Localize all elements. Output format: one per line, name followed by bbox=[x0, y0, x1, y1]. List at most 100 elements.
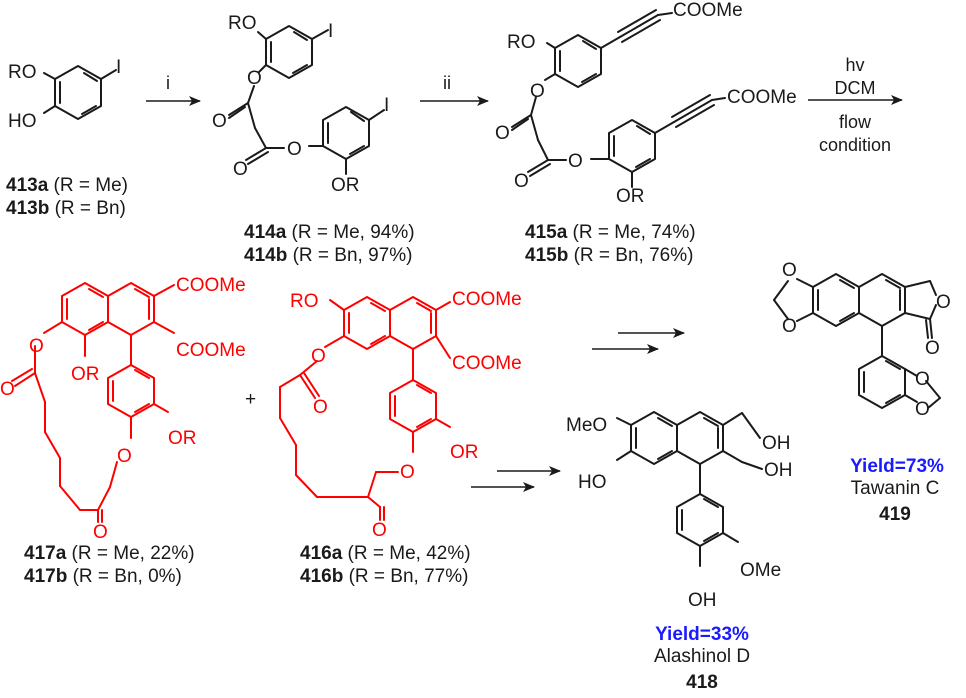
compound-419-number: 419 bbox=[879, 504, 911, 525]
compound-416-carbonyl-o2: O bbox=[313, 397, 328, 418]
compound-416-or-label: OR bbox=[450, 442, 479, 463]
compound-413-bonds bbox=[43, 65, 117, 120]
compound-415a-caption: 415a (R = Me, 74%) bbox=[525, 222, 696, 243]
compound-413-ho-label: HO bbox=[8, 111, 37, 132]
reagent-ii-label: ii bbox=[443, 73, 451, 93]
reaction-arrow-photochemical: hv DCM flow condition bbox=[808, 55, 903, 155]
compound-417-ester1-label: COOMe bbox=[176, 275, 246, 296]
compound-417-or1-label: OR bbox=[71, 364, 100, 385]
reagent-condition-label: condition bbox=[819, 135, 891, 155]
multistep-arrow-to-419 bbox=[592, 328, 685, 354]
compound-419-name: Tawanin C bbox=[851, 478, 940, 499]
compound-416-ester1-label: COOMe bbox=[452, 289, 522, 310]
compound-414-carbonyl-o3: O bbox=[233, 159, 248, 180]
compound-414b-id: 414b bbox=[244, 245, 287, 266]
compound-416b-id: 416b bbox=[300, 566, 343, 587]
compound-414a-caption: 414a (R = Me, 94%) bbox=[244, 222, 415, 243]
compound-414a-detail: (R = Me, 94%) bbox=[286, 222, 414, 243]
compound-414a-id: 414a bbox=[244, 222, 287, 243]
compound-418-ome-label: OMe bbox=[740, 560, 781, 581]
compound-416-ester2-label: COOMe bbox=[452, 353, 522, 374]
compound-414b-caption: 414b (R = Bn, 97%) bbox=[244, 245, 412, 266]
compound-418-number: 418 bbox=[686, 672, 718, 693]
compound-415-or-label: OR bbox=[616, 186, 645, 207]
compound-419-o4: O bbox=[925, 338, 940, 359]
compound-418-yield: Yield=33% bbox=[655, 624, 749, 645]
compound-416-ro-label: RO bbox=[290, 291, 319, 312]
compound-413: RO HO I 413a (R = Me) 413b (R = Bn) bbox=[6, 57, 128, 219]
compound-416b-detail: (R = Bn, 77%) bbox=[343, 566, 468, 587]
compound-415-top-ester-label: COOMe bbox=[673, 0, 743, 21]
compound-417-or2-label: OR bbox=[168, 428, 197, 449]
compound-417b-caption: 417b (R = Bn, 0%) bbox=[24, 566, 182, 587]
compound-415a-id: 415a bbox=[525, 222, 568, 243]
compound-414-ro-label: RO bbox=[228, 13, 257, 34]
compound-415b-detail: (R = Bn, 76%) bbox=[568, 245, 693, 266]
compound-416-bonds bbox=[279, 296, 451, 521]
compound-414-bonds bbox=[228, 25, 385, 175]
compound-413a-caption: 413a (R = Me) bbox=[6, 175, 128, 196]
compound-418-oh1-label: OH bbox=[762, 433, 791, 454]
compound-413a-id: 413a bbox=[6, 175, 49, 196]
compound-413a-detail: (R = Me) bbox=[48, 175, 128, 196]
compound-413b-detail: (R = Bn) bbox=[49, 198, 126, 219]
reaction-arrow-ii: ii bbox=[420, 73, 489, 106]
compound-419-o2: O bbox=[782, 316, 797, 337]
plus-sign: + bbox=[245, 389, 256, 410]
compound-417: COOMe COOMe OR OR O O O O 417a (R = Me, … bbox=[0, 275, 246, 587]
compound-416: RO COOMe COOMe OR O O O O 416a (R = Me, … bbox=[279, 289, 522, 587]
compound-417b-detail: (R = Bn, 0%) bbox=[67, 566, 182, 587]
compound-416-ester-o1: O bbox=[311, 346, 326, 367]
compound-419: O O O O O O Yield=73% Tawanin C 419 bbox=[773, 260, 951, 525]
multistep-arrow-to-418 bbox=[471, 466, 561, 492]
compound-414-ester-o1: O bbox=[247, 68, 262, 89]
compound-418-name: Alashinol D bbox=[654, 646, 750, 667]
compound-415-ro-label: RO bbox=[507, 32, 536, 53]
compound-417-carbonyl-o4: O bbox=[93, 522, 108, 543]
compound-414-bottom-iodo-label: I bbox=[384, 95, 389, 116]
compound-417-ester2-label: COOMe bbox=[176, 340, 246, 361]
compound-415b-caption: 415b (R = Bn, 76%) bbox=[525, 245, 693, 266]
compound-416a-id: 416a bbox=[300, 543, 343, 564]
compound-413-ro-label: RO bbox=[8, 62, 37, 83]
compound-416-carbonyl-o4: O bbox=[372, 520, 387, 541]
compound-418-meo-label: MeO bbox=[566, 415, 607, 436]
compound-415-ester-o1: O bbox=[530, 81, 545, 102]
compound-419-o3: O bbox=[936, 292, 951, 313]
compound-418: MeO HO OH OH OMe OH Yield=33% Alashinol … bbox=[566, 411, 793, 693]
compound-414-carbonyl-o2: O bbox=[212, 111, 227, 132]
compound-419-bonds bbox=[773, 273, 941, 409]
compound-417a-id: 417a bbox=[24, 543, 67, 564]
compound-415: RO COOMe O O O O COOMe OR 415a (R = Me, … bbox=[495, 0, 797, 266]
compound-417-carbonyl-o2: O bbox=[0, 379, 15, 400]
reagent-dcm-label: DCM bbox=[835, 78, 876, 98]
compound-417-bonds bbox=[11, 282, 175, 523]
compound-419-o6: O bbox=[915, 399, 930, 420]
compound-419-o1: O bbox=[782, 260, 797, 281]
compound-414-top-iodo-label: I bbox=[328, 21, 333, 42]
compound-417a-caption: 417a (R = Me, 22%) bbox=[24, 543, 195, 564]
compound-418-ho-label: HO bbox=[578, 472, 607, 493]
compound-418-bonds bbox=[616, 411, 763, 567]
compound-419-o5: O bbox=[915, 369, 930, 390]
compound-415-bonds bbox=[511, 9, 726, 188]
compound-415a-detail: (R = Me, 74%) bbox=[567, 222, 695, 243]
compound-417a-detail: (R = Me, 22%) bbox=[66, 543, 194, 564]
compound-413b-caption: 413b (R = Bn) bbox=[6, 198, 126, 219]
compound-415-bottom-ester-label: COOMe bbox=[727, 87, 797, 108]
compound-414b-detail: (R = Bn, 97%) bbox=[287, 245, 412, 266]
reagent-hv-label: hv bbox=[845, 55, 864, 75]
compound-414-or-label: OR bbox=[331, 175, 360, 196]
compound-414: RO I O O O O I OR 414a (R = Me, 94%) 414… bbox=[212, 13, 415, 266]
compound-416-ester-o3: O bbox=[400, 462, 415, 483]
compound-417-ester-o1: O bbox=[29, 336, 44, 357]
compound-416a-detail: (R = Me, 42%) bbox=[342, 543, 470, 564]
compound-415-carbonyl-o2: O bbox=[495, 123, 510, 144]
compound-413b-id: 413b bbox=[6, 198, 49, 219]
compound-416a-caption: 416a (R = Me, 42%) bbox=[300, 543, 471, 564]
compound-415b-id: 415b bbox=[525, 245, 568, 266]
compound-416b-caption: 416b (R = Bn, 77%) bbox=[300, 566, 468, 587]
compound-415-carbonyl-o3: O bbox=[514, 171, 529, 192]
